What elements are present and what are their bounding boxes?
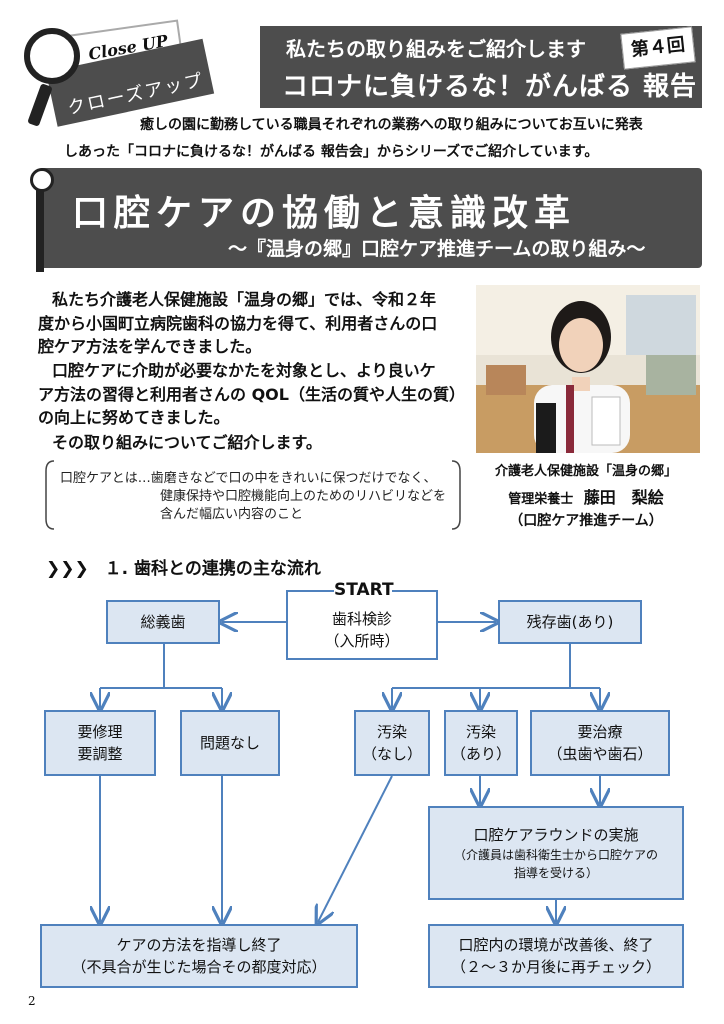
header-banner-line2: コロナに負けるな！がんばる 報告会 xyxy=(282,72,698,139)
title-scroll-curl-icon xyxy=(30,168,54,192)
intro-line2: しあった「コロナに負けるな！がんばる 報告会」からシリーズでご紹介しています。 xyxy=(64,144,599,160)
staff-photo-illustration xyxy=(476,285,700,453)
caption-team: （口腔ケア推進チーム） xyxy=(509,513,663,529)
flow-stain-none-box: 汚染 （なし） xyxy=(354,710,430,776)
title-scroll-edge xyxy=(36,186,44,272)
note-text: 口腔ケアとは…歯磨きなどで口の中をきれいに保つだけでなく、 健康保持や口腔機能向… xyxy=(60,471,447,522)
note-brackets xyxy=(45,460,461,530)
page-number: 2 xyxy=(28,994,36,1008)
caption-role-name: 管理栄養士 藤田 梨絵 xyxy=(508,488,664,507)
header-banner-line1: 私たちの取り組みをご紹介します xyxy=(286,37,586,61)
flow-guide-end-box: ケアの方法を指導し終了 （不具合が生じた場合その都度対応） xyxy=(40,924,358,988)
paragraph-1: 私たち介護老人保健施設「温身の郷」では、令和２年 度から小国町立病院歯科の協力を… xyxy=(38,290,438,356)
flow-repair-box: 要修理 要調整 xyxy=(44,710,156,776)
paragraph-2: 口腔ケアに介助が必要なかたを対象とし、より良いケ ア方法の習得と利用者さんの Q… xyxy=(38,361,465,427)
article-title: 口腔ケアの協働と意識改革 xyxy=(72,193,577,234)
flow-improve-end-box: 口腔内の環境が改善後、終了 （２～３か月後に再チェック） xyxy=(428,924,684,988)
triple-chevron-icon: ❯❯❯ xyxy=(46,559,89,579)
flow-no-problem-box: 問題なし xyxy=(180,710,280,776)
flow-stain-yes-box: 汚染 （あり） xyxy=(444,710,518,776)
article-subtitle: ～『温身の郷』口腔ケア推進チームの取り組み～ xyxy=(228,238,646,260)
staff-photo xyxy=(476,285,700,453)
title-banner xyxy=(38,168,702,268)
flow-remaining-teeth-box: 残存歯(あり) xyxy=(498,600,642,644)
caption-facility: 介護老人保健施設「温身の郷」 xyxy=(494,464,677,479)
flow-full-denture-box: 総義歯 xyxy=(106,600,220,644)
flow-round-box: 口腔ケアラウンドの実施 （介護員は歯科衛生士から口腔ケアの 指導を受ける） xyxy=(428,806,684,900)
section-heading: ❯❯❯ １. 歯科との連携の主な流れ xyxy=(46,559,321,579)
magnifier-icon xyxy=(24,28,80,84)
paragraph-3: その取り組みについてご紹介します。 xyxy=(52,433,322,452)
flow-start-label: START xyxy=(334,580,394,602)
intro-line1: 癒しの園に勤務している職員それぞれの業務への取り組みについてお互いに発表 xyxy=(140,117,643,133)
flow-treatment-box: 要治療 （虫歯や歯石） xyxy=(530,710,670,776)
